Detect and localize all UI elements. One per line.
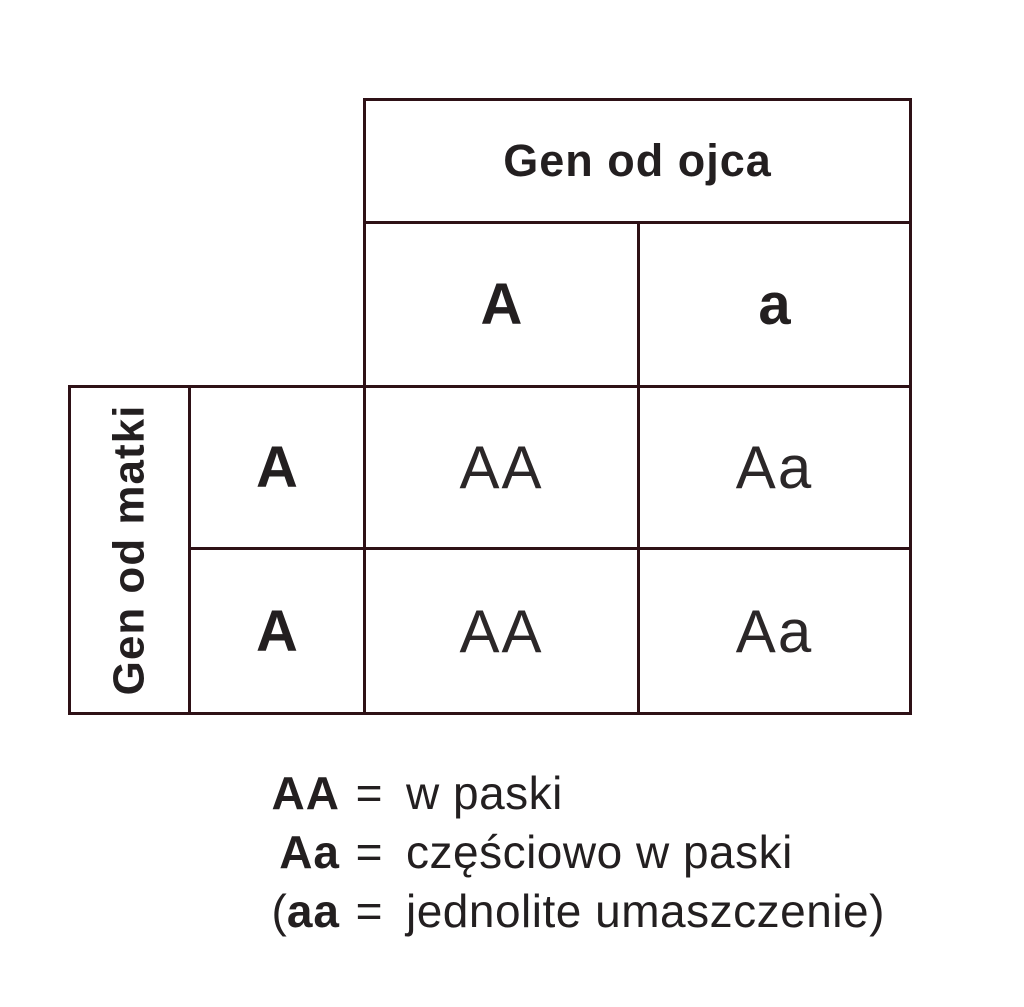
- legend-row-Aa: Aa = częściowo w paski: [180, 822, 885, 881]
- legend-prefix: (: [271, 884, 287, 937]
- father-allele-cell-a: a: [637, 221, 912, 388]
- offspring-genotype: Aa: [735, 597, 814, 665]
- mother-allele-label-row2: A: [256, 598, 298, 664]
- legend-equals-sign: =: [355, 884, 383, 937]
- legend-equals-sign: =: [355, 766, 383, 819]
- offspring-genotype: AA: [459, 597, 544, 665]
- legend-description: w paski: [406, 766, 563, 820]
- legend-row-AA: AA = w paski: [180, 763, 885, 822]
- legend-description: częściowo w paski: [406, 825, 793, 879]
- father-allele-label-a: a: [758, 272, 791, 337]
- offspring-cell-r2c2: Aa: [637, 547, 912, 715]
- offspring-genotype: AA: [459, 434, 544, 501]
- legend-row-aa: (aa = jednolite umaszczenie): [180, 881, 885, 940]
- legend-genotype: AA: [271, 766, 340, 819]
- legend-genotype: Aa: [279, 825, 340, 878]
- legend-description-text: jednolite umaszczenie: [406, 884, 870, 937]
- legend-genotype-group: (aa: [180, 884, 340, 938]
- legend-genotype-group: Aa: [180, 825, 340, 879]
- offspring-cell-r2c1: AA: [363, 547, 640, 715]
- legend-description-text: częściowo w paski: [406, 825, 793, 878]
- mother-gene-header-label: Gen od matki: [104, 404, 154, 696]
- legend-genotype: aa: [286, 884, 340, 937]
- legend-description: jednolite umaszczenie): [406, 884, 885, 938]
- mother-allele-cell-row1: A: [188, 385, 366, 550]
- offspring-cell-r1c1: AA: [363, 385, 640, 550]
- mother-allele-label-row1: A: [256, 435, 298, 500]
- father-allele-label-A: A: [480, 272, 523, 337]
- legend-equals-sign: =: [355, 825, 383, 878]
- offspring-genotype: Aa: [735, 434, 814, 501]
- legend-genotype-group: AA: [180, 766, 340, 820]
- genotype-legend: AA = w paski Aa = częściowo w paski (aa …: [180, 763, 885, 940]
- legend-suffix: ): [869, 884, 885, 937]
- mother-gene-header-cell: Gen od matki: [68, 385, 191, 715]
- father-gene-header-cell: Gen od ojca: [363, 98, 912, 224]
- legend-description-text: w paski: [406, 766, 563, 819]
- offspring-cell-r1c2: Aa: [637, 385, 912, 550]
- father-gene-header-label: Gen od ojca: [503, 135, 772, 186]
- mother-allele-cell-row2: A: [188, 547, 366, 715]
- father-allele-cell-A: A: [363, 221, 640, 388]
